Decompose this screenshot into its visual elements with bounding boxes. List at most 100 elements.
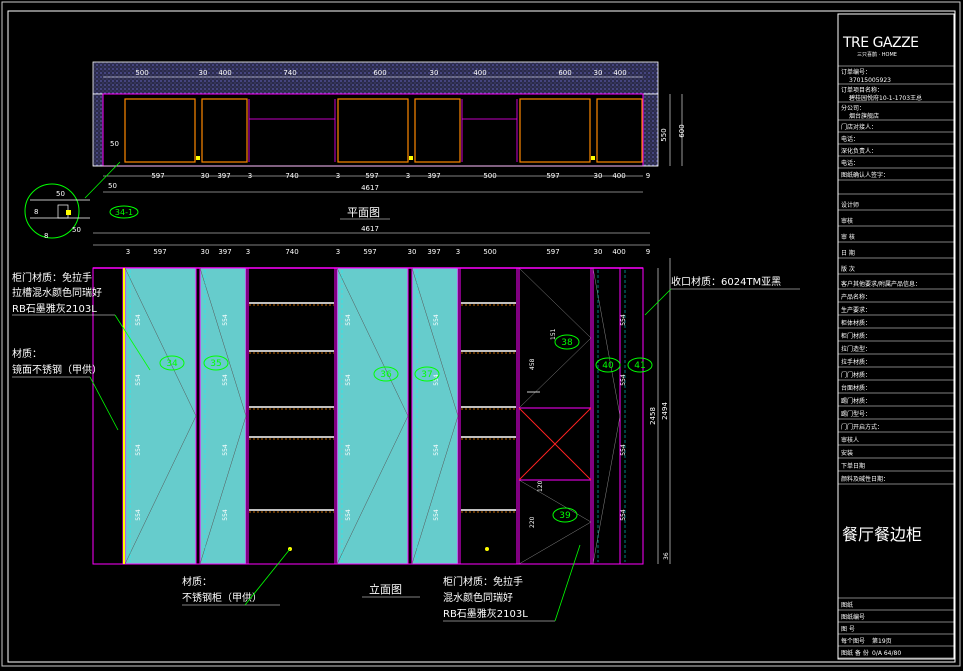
elev-seg-dim: 554 [135,509,142,521]
tb-product-field: 颜料及碱性日期： [841,475,889,483]
plan-door-3 [337,98,409,163]
plan-bottom-dim: 3 [336,172,340,180]
elev-right-dim-1: 2458 [649,407,657,425]
plan-door-4 [414,98,461,163]
note-bottom-right-1: 柜门材质：免拉手 [443,575,523,588]
elev-top-dim: 3 [246,248,250,256]
plan-door-6 [596,98,643,163]
tb-footer-label: 图纸 [841,601,853,609]
tb-value: 37015005923 [849,77,891,84]
tb-product-field: 踢门材质： [841,397,871,405]
elev-door-35 [199,267,247,565]
note-bottom-left-2: 不锈钢柜（甲供） [182,591,262,604]
elev-top-dim: 30 [594,248,603,256]
plan-bottom-dim: 597 [546,172,559,180]
note-left-top-3: RB石墨雅灰2103L [12,302,97,315]
elev-seg-dim: 554 [433,374,440,386]
plan-bottom-dim: 740 [285,172,298,180]
elev-seg-dim: 554 [135,374,142,386]
plan-door-5 [519,98,591,163]
tb-value: 碧桂园悦府10-1-1703王总 [849,94,922,102]
elev-seg-dim: 554 [135,314,142,326]
door-tag-bubble [414,366,440,382]
elev-small-dim-4: 220 [529,516,536,528]
elev-seg-dim: 554 [620,314,627,326]
elev-top-dim: 9 [646,248,650,256]
door-tag-label: 34 [166,359,178,369]
plan-detail-label: 34-1 [115,208,133,217]
plan-detail-dim-1: 50 [56,190,65,198]
tb-value: 烟台旗舰店 [849,112,879,120]
elev-top-dim: 3 [126,248,130,256]
tb-footer-label: 图纸编号 [841,613,865,621]
tb-order-field: 订单项目名称： [841,86,883,94]
tb-footer-label: 图纸 备 份 [841,649,869,657]
elev-seg-dim: 554 [345,314,352,326]
plan-bottom-dim: 500 [483,172,496,180]
tb-product-field: 产品名称： [841,293,871,301]
door-tag-bubble [554,334,580,350]
plan-cabinet-body [102,93,644,167]
elev-door-40 [592,267,621,565]
plan-bottom-dim: 397 [427,172,440,180]
tb-product-field: 门门开启方式： [841,423,883,431]
door-tag-label: 41 [634,361,645,371]
plan-top-dim: 30 [594,69,603,77]
elev-seg-dim: 554 [135,444,142,456]
plan-top-dim: 400 [218,69,231,77]
door-tag-bubble [552,507,578,523]
tb-footer-label: 图 号 [841,626,855,633]
tb-product-field: 踢门型号： [841,410,871,418]
tb-contact-field: 图纸确认人签字： [841,171,889,179]
elev-door-36 [336,267,409,565]
elev-top-dim: 30 [201,248,210,256]
elevation-segment-dimensions: 5545545545545545545545545545545545545545… [135,314,627,521]
tb-contact-field: 深化负责人： [841,147,877,155]
door-tag-bubble [159,355,185,371]
elev-seg-dim: 554 [620,444,627,456]
plan-detail-dim-3: 8 [44,232,48,240]
elev-door-34 [124,267,197,565]
elev-seg-dim: 554 [433,509,440,521]
plan-top-dim: 30 [199,69,208,77]
elev-bottom-dim: 36 [663,552,670,560]
logo-sub: 三只喜鹊 · HOME [857,51,897,58]
elev-open-shelf-1 [247,267,336,565]
elev-small-dim-2: 458 [529,358,536,370]
elev-small-dim-3: 120 [537,480,544,492]
elev-top-dim: 597 [153,248,166,256]
plan-bottom-dim: 597 [151,172,164,180]
title-block-rows: 订单编号：37015005923订单项目名称：碧桂园悦府10-1-1703王总分… [838,68,954,659]
plan-bottom-dim: 397 [217,172,230,180]
drawing-name: 餐厅餐边柜 [842,525,922,544]
door-tag-label: 36 [380,370,392,380]
plan-top-dim: 500 [135,69,148,77]
tb-contact-field: 门店对接人： [841,123,877,131]
plan-door-1 [124,98,196,163]
tb-product-field: 门门材质： [841,371,871,379]
plan-top-dim: 600 [558,69,571,77]
plan-countertop [92,61,659,95]
tb-product-field: 安装 [841,449,853,457]
door-tag-bubble [373,366,399,382]
door-tag-bubble [627,357,653,373]
plan-bottom-dim: 30 [201,172,210,180]
tb-contact-field: 电话： [841,135,859,143]
elev-seg-dim: 554 [345,509,352,521]
plan-detail-circle [24,183,80,239]
tb-product-field: 审核人 [841,436,859,444]
elev-top-dim: 597 [546,248,559,256]
plan-bottom-dim: 30 [594,172,603,180]
elev-seg-dim: 554 [345,374,352,386]
door-tag-label: 37 [421,370,432,380]
tb-footer-label: 每个图号 [841,637,865,645]
plan-left-dim-1: 50 [110,140,119,148]
plan-side-dim-1: 550 [660,128,668,141]
tb-approval-field: 版 次 [841,265,855,273]
plan-total-dim: 4617 [361,184,379,192]
note-left-mid-2: 镜面不锈钢（甲供） [12,363,102,376]
tb-product-field: 柜体材质： [841,319,871,327]
